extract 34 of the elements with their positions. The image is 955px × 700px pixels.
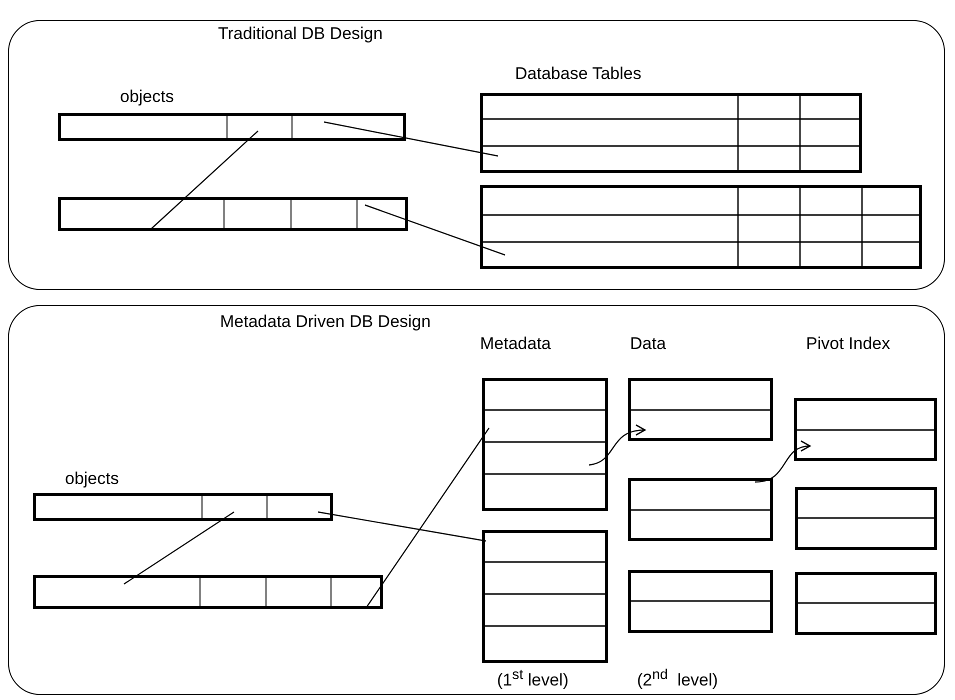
connector-line	[364, 204, 506, 256]
database-table	[480, 93, 862, 173]
level-caption: (2$^{nd}$ level)	[637, 667, 718, 691]
curved-arrow	[588, 425, 646, 466]
column-heading: Pivot Index	[806, 334, 890, 354]
column-heading: Database Tables	[515, 64, 642, 84]
column-heading: objects	[120, 87, 174, 107]
database-table	[795, 572, 937, 635]
panel-heading: Metadata Driven DB Design	[220, 312, 431, 332]
column-heading: Metadata	[480, 334, 551, 354]
connector-line	[150, 130, 258, 230]
level-caption: (1$^{st}$ level)	[497, 667, 568, 691]
connector-line	[366, 428, 490, 608]
object-bar	[33, 575, 383, 609]
connector-line	[124, 512, 234, 584]
column-heading: objects	[65, 469, 119, 489]
database-table	[482, 530, 608, 663]
database-table	[628, 378, 773, 441]
object-bar	[33, 493, 333, 521]
connector-line	[324, 121, 498, 157]
column-heading: Data	[630, 334, 666, 354]
object-bar	[58, 197, 408, 231]
database-table	[795, 487, 937, 550]
connector-line	[318, 511, 486, 542]
database-table	[628, 478, 773, 541]
rounded-panel	[8, 20, 945, 290]
database-table	[628, 570, 773, 633]
object-bar	[58, 113, 406, 141]
panel-heading: Traditional DB Design	[218, 24, 383, 44]
rounded-panel	[8, 305, 945, 695]
curved-arrow	[754, 441, 811, 483]
database-table	[482, 378, 608, 511]
database-table	[480, 185, 922, 269]
database-table	[794, 398, 937, 461]
